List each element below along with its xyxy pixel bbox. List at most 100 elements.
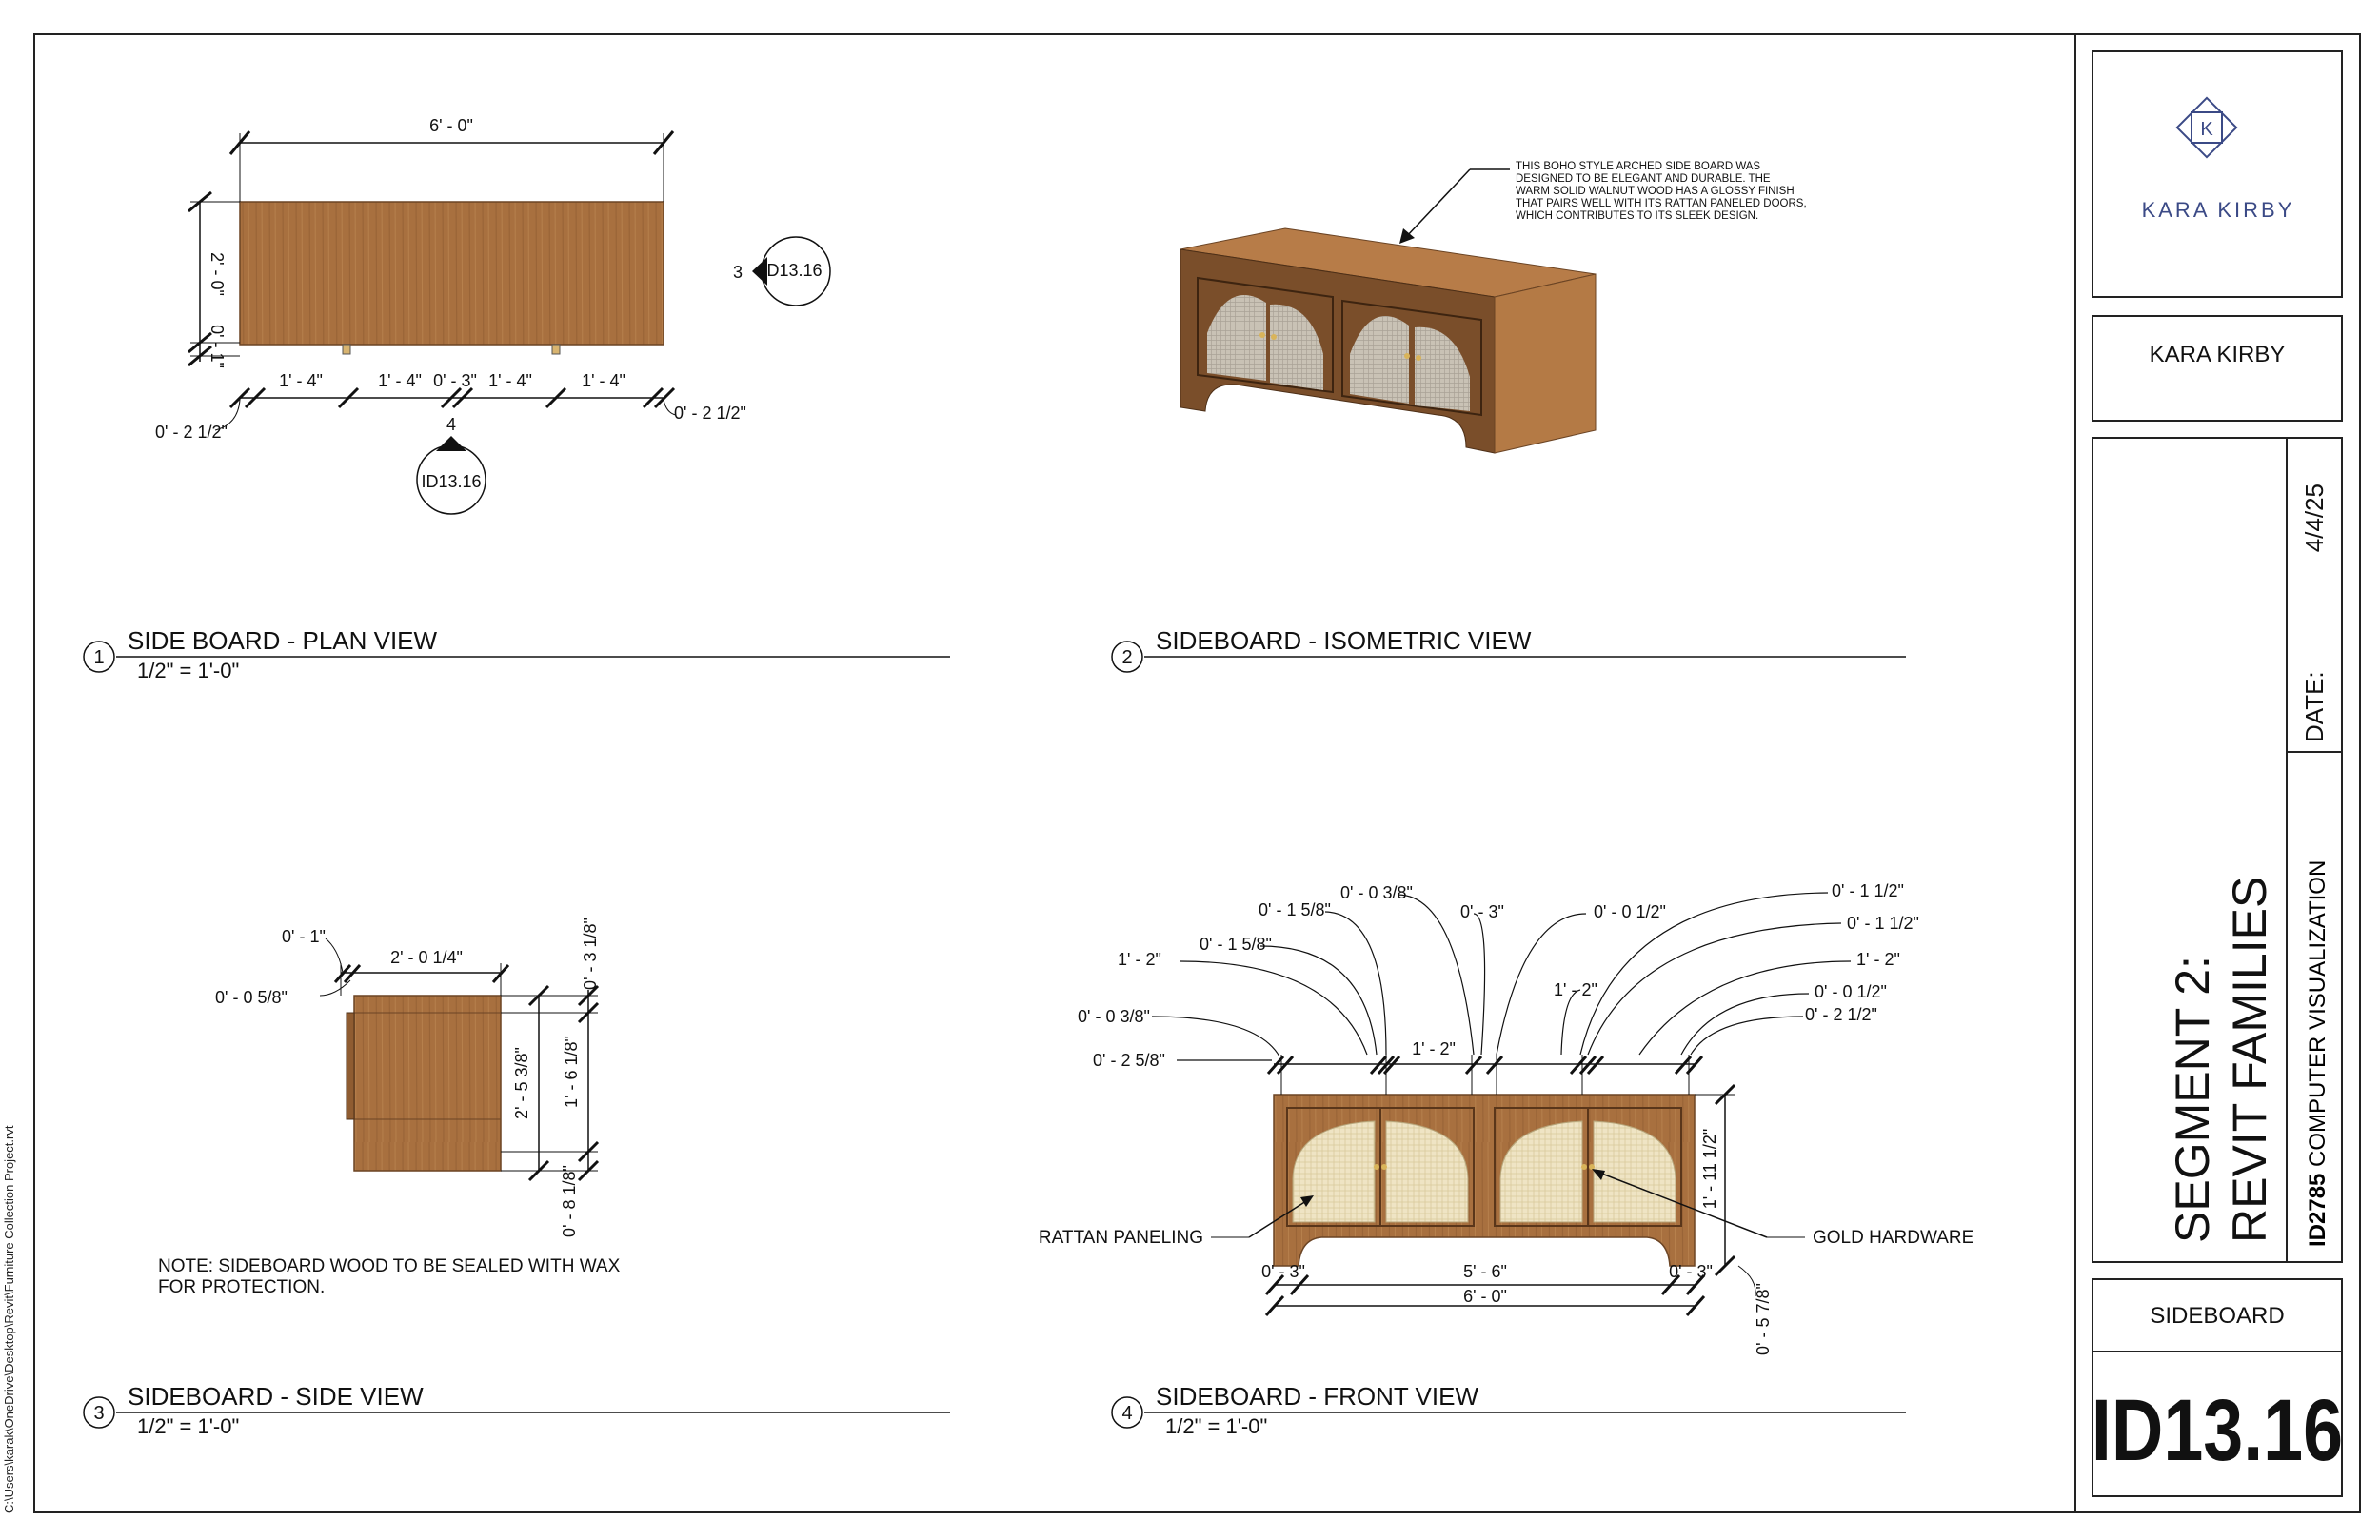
rattan-panel <box>1593 1120 1676 1223</box>
view-number-bubble <box>83 641 115 673</box>
view-number-bubble <box>1111 641 1143 673</box>
callout-section-3-num: 3 <box>733 263 743 282</box>
view-scale: 1/2" = 1'-0" <box>1165 1414 1267 1438</box>
course-code: ID2785 <box>2305 1174 2330 1247</box>
sheet-number-box <box>2092 1351 2343 1497</box>
designer-box <box>2092 315 2343 422</box>
plan-dim-d1: 1' - 4" <box>279 371 323 390</box>
plan-dim-overhang: 0' - 1" <box>208 325 227 368</box>
iso-note-line: THAT PAIRS WELL WITH ITS RATTAN PANELED … <box>1516 198 1807 209</box>
file-path-label: C:\Users\karak\OneDrive\Desktop\Revit\Fu… <box>2 1125 16 1513</box>
side-dim-height-b: 1' - 6 1/8" <box>562 1036 581 1108</box>
logo-box <box>2092 50 2343 298</box>
side-dim-width: 2' - 0 1/4" <box>390 948 463 967</box>
plan-dim-d2: 1' - 4" <box>378 371 422 390</box>
front-dim-base: 0' - 5 7/8" <box>1754 1283 1773 1355</box>
logo-letter: K <box>2200 119 2213 140</box>
callout-elevation-4-num: 4 <box>446 415 456 434</box>
view-scale: 1/2" = 1'-0" <box>137 1414 239 1438</box>
plan-dim-d5: 1' - 4" <box>582 371 625 390</box>
iso-note-line: WARM SOLID WALNUT WOOD HAS A GLOSSY FINI… <box>1516 186 1795 197</box>
callout-section-3[interactable]: 3 ID13.16 <box>733 236 831 306</box>
front-dim-top: 1' - 2" <box>1554 980 1597 999</box>
side-view: 2' - 0 1/4" 0' - 1" 0' - 0 5/8" 2' - 5 3… <box>83 918 950 1438</box>
date-value: 4/4/25 <box>2300 484 2329 552</box>
isometric-view: THIS BOHO STYLE ARCHED SIDE BOARD WAS DE… <box>1111 161 1906 673</box>
plan-view: 6' - 0" 2' - 0" 0' - 1" 1' - 4" 1' - 4" … <box>83 116 950 682</box>
front-dim-right: 0' - 2 1/2" <box>1805 1005 1877 1024</box>
side-note-line: NOTE: SIDEBOARD WOOD TO BE SEALED WITH W… <box>158 1256 621 1276</box>
side-dim-top-gap: 0' - 1" <box>282 927 326 946</box>
plan-dim-depth: 2' - 0" <box>208 252 227 296</box>
front-dim-left: 0' - 1 5/8" <box>1259 900 1331 919</box>
plan-leg <box>551 344 561 355</box>
designer-name: KARA KIRBY <box>2150 342 2286 367</box>
side-dim-leg: 0' - 8 1/8" <box>560 1165 579 1237</box>
front-dim-leg-right: 0' - 3" <box>1669 1262 1713 1281</box>
front-label-hardware: GOLD HARDWARE <box>1813 1228 1973 1248</box>
course-name: COMPUTER VISUALIZATION <box>2305 860 2330 1174</box>
sheet-border <box>33 33 2361 1513</box>
callout-elevation-4[interactable]: 4 ID13.16 <box>416 415 486 515</box>
front-dim-right: 0' - 1 1/2" <box>1832 881 1904 900</box>
view-number: 2 <box>1121 647 1132 668</box>
date-label: DATE: <box>2300 671 2329 742</box>
side-dim-top-right: 0' - 3 1/8" <box>581 918 600 990</box>
front-dim-top: 1' - 2" <box>1412 1039 1456 1058</box>
view-title: SIDE BOARD - PLAN VIEW <box>128 626 438 655</box>
front-label-rattan: RATTAN PANELING <box>1039 1228 1203 1248</box>
front-view: 1' - 2" 0' - 2 5/8" 0' - 0 3/8" 1' - 2" … <box>1039 881 1973 1438</box>
brand-name: KARA KIRBY <box>2142 198 2295 222</box>
front-dim-top: 0' - 3" <box>1460 902 1504 921</box>
side-dim-left-gap: 0' - 0 5/8" <box>215 988 288 1007</box>
side-cabinet <box>353 995 502 1172</box>
plan-dim-right-end: 0' - 2 1/2" <box>674 404 746 423</box>
segment-line-1: SEGMENT 2: <box>2166 956 2219 1243</box>
front-dim-leg-mid: 5' - 6" <box>1463 1262 1507 1281</box>
front-dim-right: 0' - 0 1/2" <box>1594 902 1666 921</box>
view-scale: 1/2" = 1'-0" <box>137 659 239 682</box>
front-dim-left: 0' - 1 5/8" <box>1200 935 1272 954</box>
view-title: SIDEBOARD - SIDE VIEW <box>128 1382 424 1411</box>
project-box <box>2092 437 2343 1263</box>
rattan-panel <box>1292 1120 1376 1223</box>
plan-dim-d3: 0' - 3" <box>433 371 477 390</box>
front-dim-left: 0' - 0 3/8" <box>1078 1007 1150 1026</box>
view-number: 3 <box>93 1403 104 1424</box>
front-dim-left: 1' - 2" <box>1118 950 1161 969</box>
view-number-bubble <box>83 1396 115 1429</box>
front-dim-right: 1' - 2" <box>1856 950 1900 969</box>
front-dim-overall: 6' - 0" <box>1463 1287 1507 1306</box>
view-number: 4 <box>1121 1403 1132 1424</box>
iso-note-line: THIS BOHO STYLE ARCHED SIDE BOARD WAS <box>1516 161 1760 172</box>
course-line: ID2785 COMPUTER VISUALIZATION <box>2305 860 2330 1247</box>
iso-side <box>1494 273 1597 454</box>
front-dim-left: 0' - 2 5/8" <box>1093 1051 1165 1070</box>
front-dim-right: 0' - 1 1/2" <box>1847 914 1919 933</box>
plan-dim-left-end: 0' - 2 1/2" <box>155 423 228 442</box>
segment-line-2: REVIT FAMILIES <box>2223 877 2276 1243</box>
sheet-number: ID13.16 <box>2092 1381 2343 1479</box>
side-note-line: FOR PROTECTION. <box>158 1277 325 1297</box>
rattan-panel <box>1499 1120 1583 1223</box>
logo-icon: K <box>2175 96 2238 159</box>
view-title: SIDEBOARD - FRONT VIEW <box>1156 1382 1478 1411</box>
title-block: K KARA KIRBY KARA KIRBY 4/4/25 DATE: ID2… <box>2092 50 2343 1497</box>
front-cabinet <box>1273 1094 1696 1267</box>
view-title: SIDEBOARD - ISOMETRIC VIEW <box>1156 626 1532 655</box>
rattan-panel <box>1385 1120 1469 1223</box>
front-dim-right: 0' - 0 1/2" <box>1815 982 1887 1001</box>
callout-section-3-sheet: ID13.16 <box>762 261 822 280</box>
iso-note: THIS BOHO STYLE ARCHED SIDE BOARD WAS DE… <box>1516 161 1807 222</box>
view-number: 1 <box>93 647 104 668</box>
side-dim-height-a: 2' - 5 3/8" <box>512 1047 531 1119</box>
iso-note-line: WHICH CONTRIBUTES TO ITS SLEEK DESIGN. <box>1516 210 1758 222</box>
sheet-name: SIDEBOARD <box>2150 1303 2284 1329</box>
plan-sideboard-top <box>239 201 664 346</box>
view-number-bubble <box>1111 1396 1143 1429</box>
front-dim-left: 0' - 0 3/8" <box>1340 883 1413 902</box>
front-dim-leg-left: 0' - 3" <box>1261 1262 1305 1281</box>
plan-leg <box>342 344 351 355</box>
iso-note-line: DESIGNED TO BE ELEGANT AND DURABLE. THE <box>1516 173 1771 185</box>
